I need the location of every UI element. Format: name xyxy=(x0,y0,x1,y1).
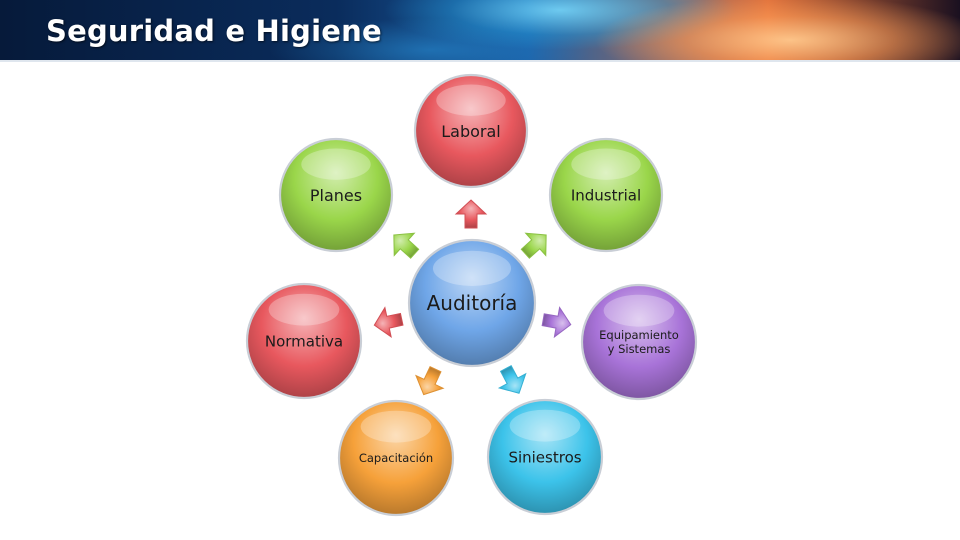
normativa-node: Normativa xyxy=(245,282,363,400)
arrow-to-equipamiento xyxy=(541,306,572,339)
equipamiento-label: y Sistemas xyxy=(608,342,671,356)
planes-node: Planes xyxy=(278,137,394,253)
auditoria-center-node: Auditoría xyxy=(407,238,537,368)
siniestros-label: Siniestros xyxy=(508,448,581,466)
auditoria-center-gloss xyxy=(432,250,512,286)
capacitacion-node: Capacitación xyxy=(337,399,455,517)
slide-title: Seguridad e Higiene xyxy=(46,14,382,48)
normativa-label: Normativa xyxy=(265,332,343,350)
normativa-gloss xyxy=(268,293,340,326)
laboral-gloss xyxy=(436,84,506,116)
planes-gloss xyxy=(301,148,371,180)
industrial-node: Industrial xyxy=(548,137,664,253)
industrial-label: Industrial xyxy=(571,186,641,204)
equipamiento-label: Equipamiento xyxy=(599,328,679,342)
capacitacion-gloss xyxy=(360,410,432,443)
planes-label: Planes xyxy=(310,186,362,205)
equipamiento-circle xyxy=(580,283,698,401)
equipamiento-gloss xyxy=(603,294,675,327)
siniestros-gloss xyxy=(509,409,581,442)
arrow-to-industrial xyxy=(520,232,547,259)
banner-divider xyxy=(0,60,960,62)
laboral-node: Laboral xyxy=(413,73,529,189)
arrow-to-planes xyxy=(393,232,420,259)
arrow-to-laboral xyxy=(454,199,488,229)
siniestros-node: Siniestros xyxy=(486,398,604,516)
title-banner: Seguridad e Higiene xyxy=(0,0,960,60)
arrows-layer xyxy=(373,199,572,396)
laboral-label: Laboral xyxy=(441,122,501,141)
siniestros-circle xyxy=(486,398,604,516)
capacitacion-circle xyxy=(337,399,455,517)
industrial-gloss xyxy=(571,148,641,180)
arrow-to-capacitacion xyxy=(415,366,445,396)
arrow-to-normativa xyxy=(373,306,404,339)
arrow-to-siniestros xyxy=(497,365,527,394)
normativa-circle xyxy=(245,282,363,400)
auditoria-center-label: Auditoría xyxy=(427,291,518,315)
planes-circle xyxy=(278,137,394,253)
industrial-circle xyxy=(548,137,664,253)
auditoria-center-circle xyxy=(407,238,537,368)
laboral-circle xyxy=(413,73,529,189)
capacitacion-label: Capacitación xyxy=(359,451,433,465)
